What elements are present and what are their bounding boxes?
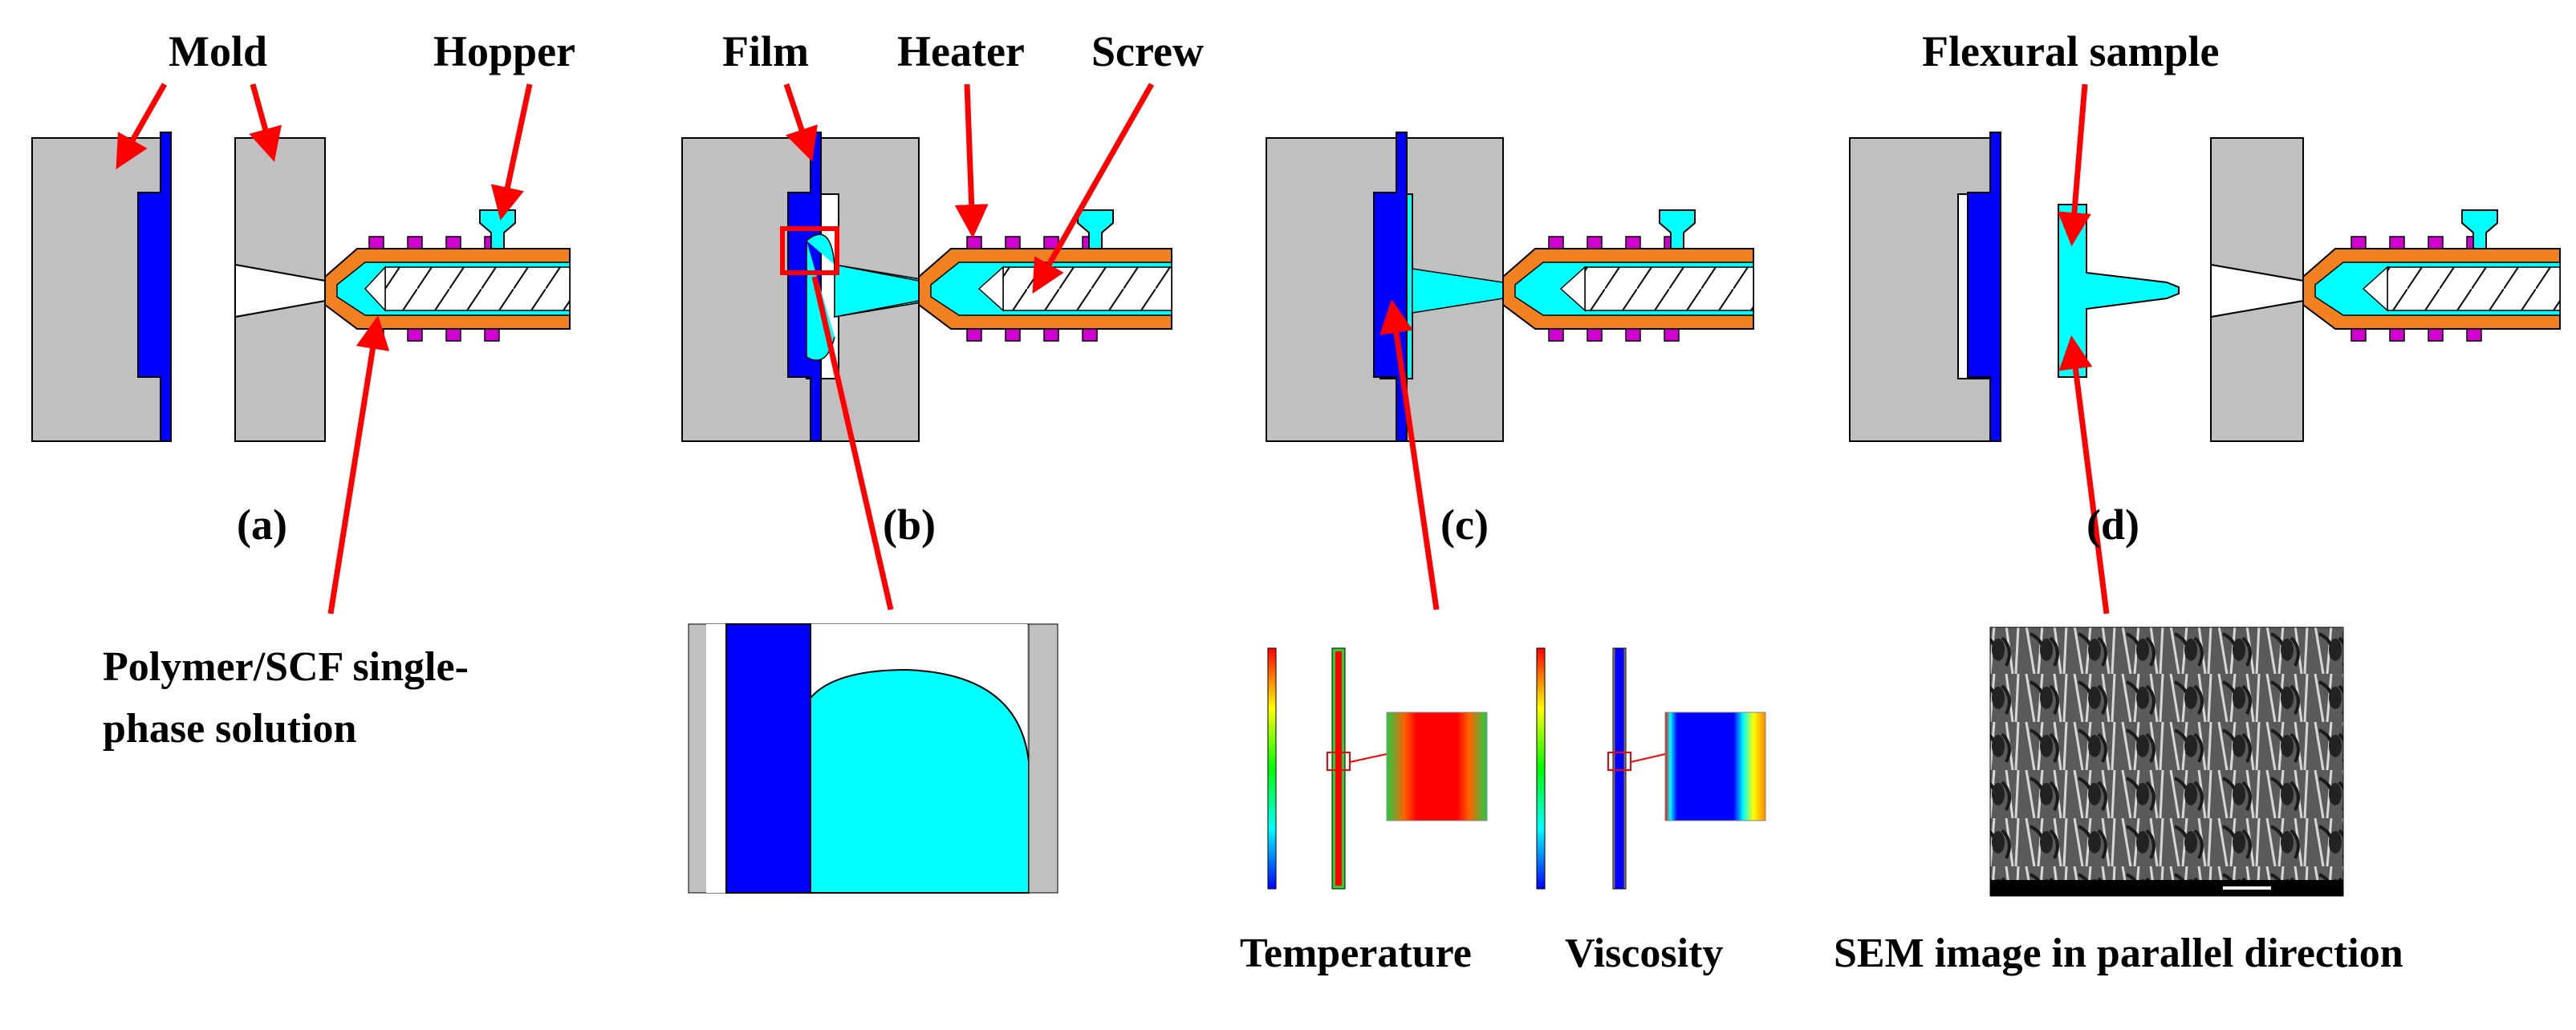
label-hopper: Hopper [433, 27, 575, 75]
label-mold: Mold [169, 27, 267, 75]
arrow-results-c [1379, 299, 1440, 610]
caption-a: (a) [237, 501, 287, 549]
screw-c [1584, 266, 1754, 311]
hopper-d [2461, 209, 2498, 249]
zoom-inset-b [688, 623, 1058, 894]
film-a [137, 132, 172, 442]
arrow-sem [2058, 335, 2110, 614]
label-solution-line2: phase solution [103, 706, 357, 752]
caption-b: (b) [883, 501, 936, 549]
arrow-zoom-b [811, 276, 894, 610]
screw-d [2387, 266, 2561, 311]
viscosity-result [1536, 647, 1766, 890]
caption-c: (c) [1440, 501, 1489, 549]
label-sem: SEM image in parallel direction [1834, 931, 2403, 976]
label-screw: Screw [1091, 27, 1204, 75]
label-solution-line1: Polymer/SCF single- [103, 644, 469, 690]
film-d [1967, 132, 2001, 442]
arrow-flexural-sample [2057, 83, 2091, 246]
arrow-film [783, 83, 818, 162]
caption-d: (d) [2086, 501, 2139, 549]
label-viscosity: Viscosity [1565, 931, 1723, 976]
flexural-sample-part [2058, 204, 2180, 378]
screw-tip [364, 266, 386, 312]
panel-c: (c) Temperature Viscosity [1240, 132, 1766, 976]
arrow-mold-right [249, 83, 282, 162]
screw-b [1002, 266, 1172, 311]
arrow-solution [327, 315, 390, 614]
screw-tip-c [1559, 266, 1586, 312]
zoom-box-b [780, 226, 839, 275]
panel-b: Film Heater Screw (b) [681, 27, 1204, 894]
panel-a: Mold Hopper (a) Polymer/SCF single- phas… [31, 27, 575, 752]
sem-image [1989, 627, 2344, 897]
heater-bands [368, 236, 500, 342]
label-heater: Heater [897, 27, 1025, 75]
label-flexural-sample: Flexural sample [1922, 27, 2219, 75]
arrow-hopper [490, 83, 533, 221]
screw [384, 266, 571, 311]
label-temperature: Temperature [1240, 931, 1472, 976]
arrow-heater [954, 83, 989, 238]
screw-tip-d [2362, 266, 2388, 312]
label-film: Film [722, 27, 809, 75]
screw-tip-b [977, 266, 1004, 312]
hopper-b [1077, 209, 1114, 249]
panel-d: Flexural sample (d) SEM image in paralle… [1834, 27, 2561, 976]
arrow-mold-left [116, 83, 168, 170]
arrow-screw [1032, 83, 1155, 294]
temperature-result [1267, 647, 1488, 890]
hopper-c [1659, 209, 1696, 249]
